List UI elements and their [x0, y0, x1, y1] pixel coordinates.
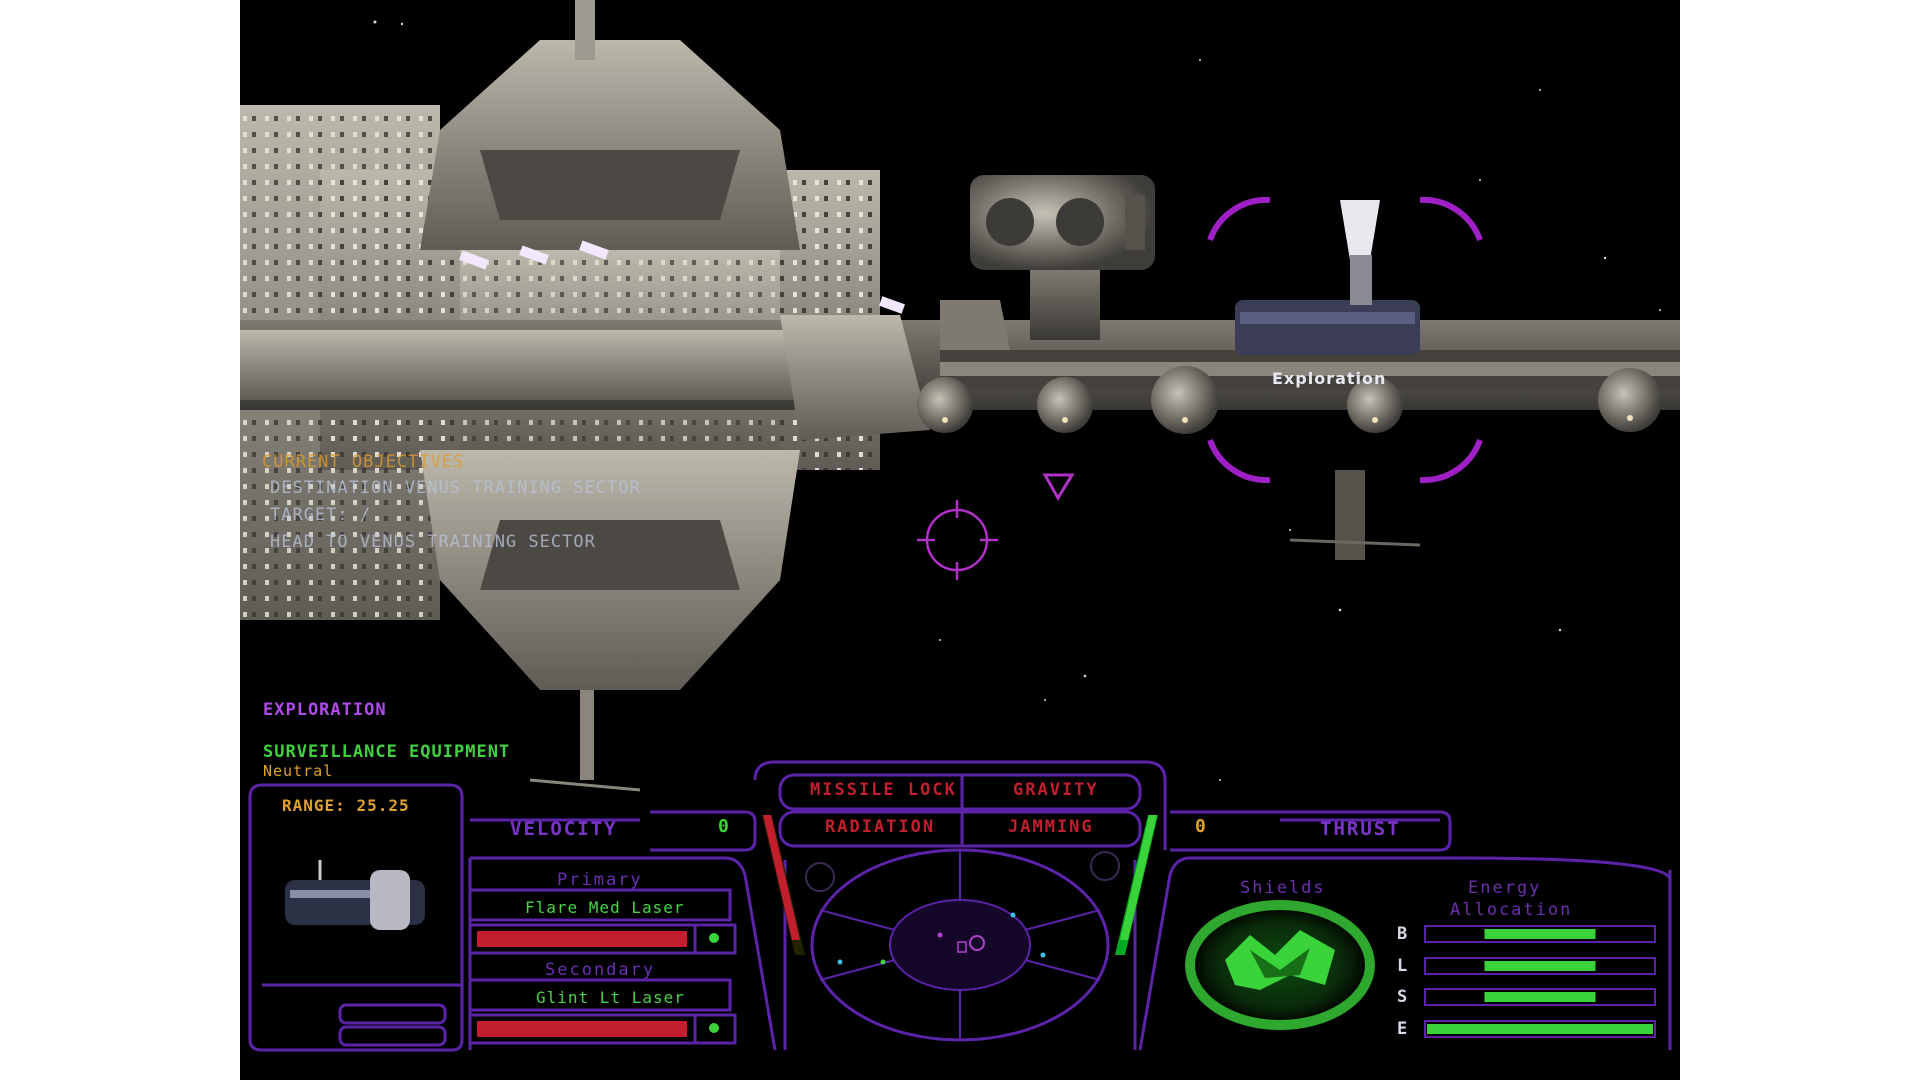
missile-lock-indicator: MISSILE LOCK: [810, 780, 957, 800]
secondary-label: Secondary: [545, 960, 656, 980]
energy-bar-frame-b: [1424, 925, 1656, 943]
energy-bar-fill-l: [1484, 961, 1596, 971]
objectives-header: CURRENT OBJECTIVES: [262, 452, 465, 472]
target-name: EXPLORATION: [263, 700, 387, 720]
radar: [805, 848, 1120, 1042]
objective-status: TARGET: /: [270, 505, 372, 525]
space-scene: [240, 0, 1680, 1052]
secondary-weapon-name: Glint Lt Laser: [536, 988, 685, 1007]
velocity-label: VELOCITY: [510, 818, 618, 840]
station-module: [940, 175, 1155, 350]
primary-charge-bar: [477, 931, 719, 947]
target-range: RANGE: 25.25: [282, 796, 410, 815]
thrust-label: THRUST: [1320, 818, 1401, 840]
starfield: [373, 20, 1661, 781]
energy-key-s: S: [1397, 987, 1409, 1007]
reticle: [917, 500, 998, 580]
secondary-charge-bar: [477, 1021, 719, 1037]
range-value: 25.25: [356, 796, 410, 815]
energy-label: Energy: [1468, 878, 1542, 898]
energy-bar-fill-e: [1427, 1024, 1653, 1034]
shield-display: [1185, 900, 1375, 1030]
target-ship: [1235, 200, 1421, 560]
thrust-value: 0: [1195, 816, 1207, 837]
gravity-indicator: GRAVITY: [1013, 780, 1099, 800]
energy-key-b: B: [1397, 924, 1409, 944]
jamming-indicator: JAMMING: [1008, 817, 1094, 837]
energy-bar-frame-e: [1424, 1020, 1656, 1038]
energy-key-l: L: [1397, 956, 1409, 976]
objective-nav: HEAD TO VENUS TRAINING SECTOR: [270, 532, 596, 552]
energy-bar-frame-l: [1424, 957, 1656, 975]
energy-allocation-bars: [1424, 925, 1656, 1038]
objective-destination: DESTINATION VENUS TRAINING SECTOR: [270, 478, 641, 498]
thrust-gauge: [1115, 815, 1158, 955]
target-relation: Neutral: [263, 762, 334, 780]
world-target-label: Exploration: [1272, 369, 1387, 388]
target-bracket: [1207, 196, 1483, 484]
target-lead-marker: [1042, 473, 1075, 501]
allocation-label: Allocation: [1450, 900, 1573, 920]
velocity-value: 0: [718, 816, 730, 837]
target-ship-thumbnail: [285, 860, 425, 930]
range-label: RANGE:: [282, 796, 346, 815]
energy-bar-frame-s: [1424, 988, 1656, 1006]
primary-weapon-name: Flare Med Laser: [525, 898, 685, 917]
primary-label: Primary: [557, 870, 643, 890]
game-viewport: Exploration CURRENT OBJECTIVES DESTINATI…: [240, 0, 1680, 1080]
radiation-indicator: RADIATION: [825, 817, 936, 837]
target-subsystem: SURVEILLANCE EQUIPMENT: [263, 742, 511, 762]
energy-bar-fill-b: [1484, 929, 1596, 939]
shields-label: Shields: [1240, 878, 1326, 898]
velocity-gauge: [762, 815, 805, 955]
energy-key-e: E: [1397, 1019, 1409, 1039]
energy-bar-fill-s: [1484, 992, 1596, 1002]
